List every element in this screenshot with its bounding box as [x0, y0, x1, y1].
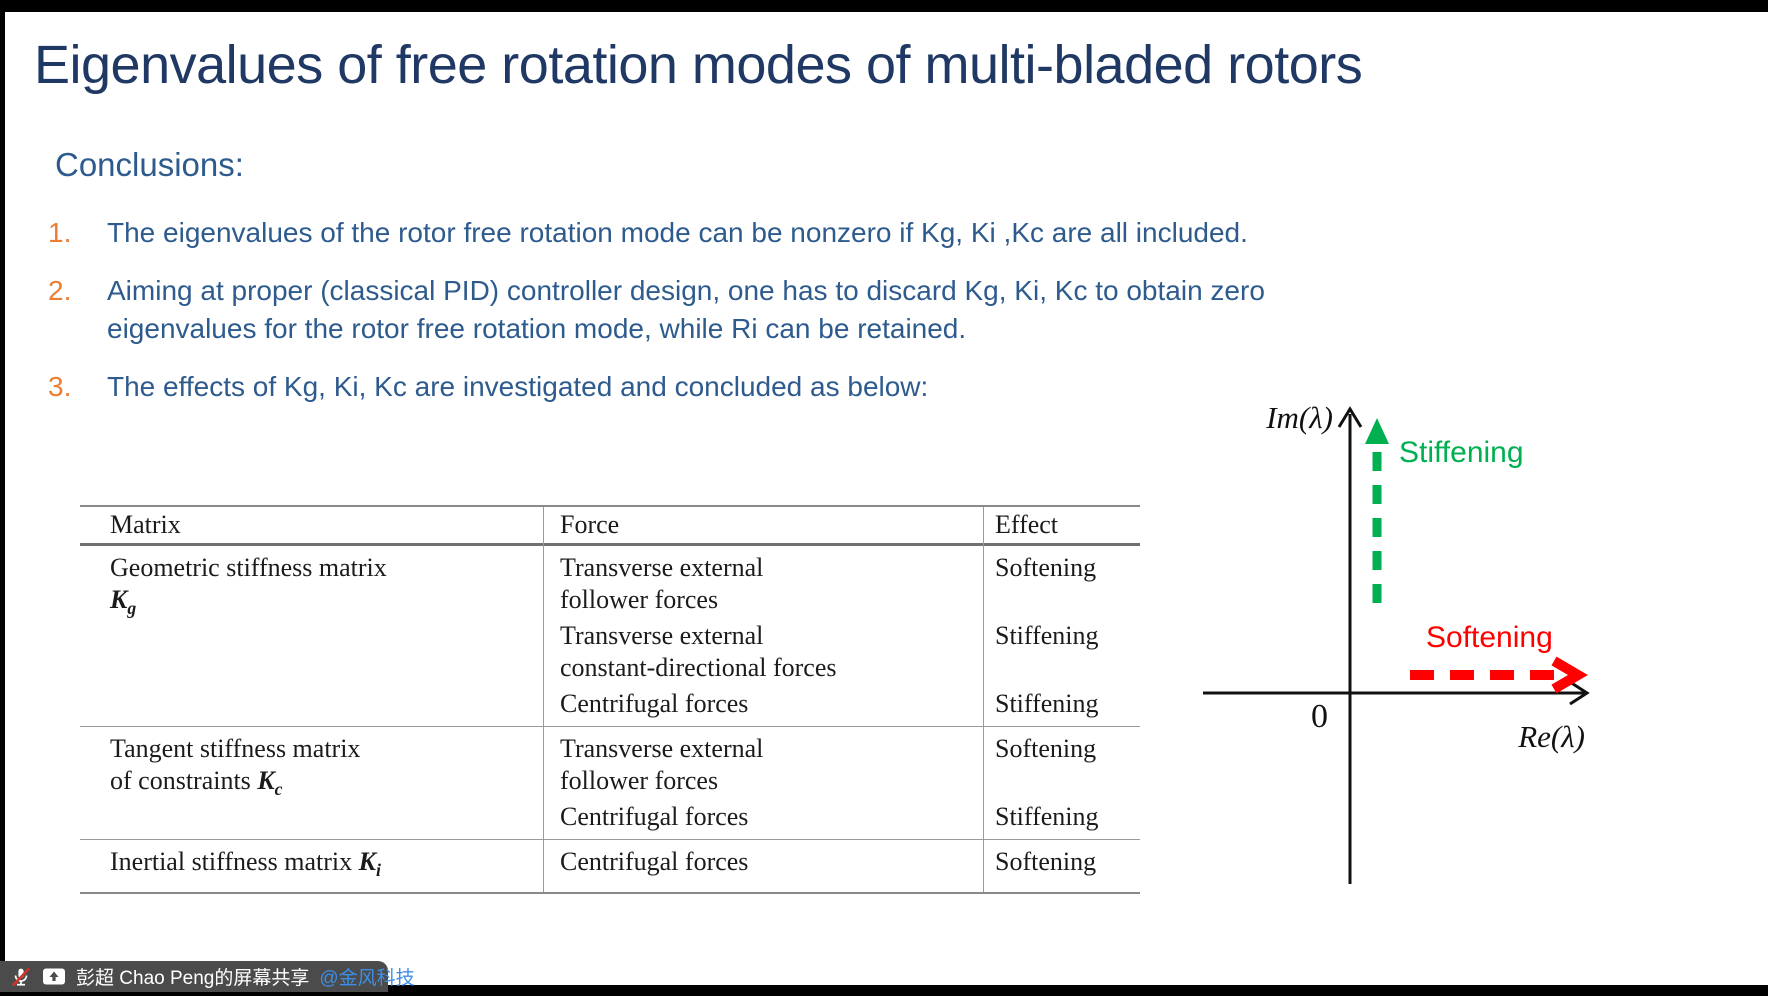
column-header-matrix: Matrix — [110, 510, 181, 539]
table-row-geometric-stiffness: Geometric stiffness matrix Kg Transverse… — [80, 546, 1140, 727]
slide-title: Eigenvalues of free rotation modes of mu… — [34, 35, 1363, 95]
table-entry: Transverse external constant-directional… — [543, 620, 1140, 684]
frame-top — [0, 0, 1768, 12]
matrix-symbol-Ki: Ki — [358, 847, 381, 881]
screen-share-text: 彭超 Chao Peng的屏幕共享 — [76, 968, 310, 989]
table-entry: Centrifugal forces Softening — [543, 846, 1140, 878]
list-item: 2. Aiming at proper (classical PID) cont… — [48, 272, 1265, 348]
softening-arrowhead — [1551, 656, 1588, 694]
force-cell-text: Centrifugal forces — [560, 802, 749, 831]
screen-share-icon — [42, 967, 66, 987]
table-column-divider — [983, 507, 984, 893]
effect-cell-text: Softening — [995, 734, 1097, 763]
frame-bottom — [0, 985, 1768, 996]
effect-cell-text: Softening — [995, 553, 1097, 582]
list-item: 3. The effects of Kg, Ki, Kc are investi… — [48, 368, 1265, 406]
force-cell-text: Transverse external — [560, 621, 764, 650]
table-row-tangent-stiffness: Tangent stiffness matrix of constraints … — [80, 727, 1140, 840]
matrix-symbol-Kg: Kg — [110, 585, 137, 619]
table-entry: Transverse external follower forces Soft… — [543, 552, 1140, 616]
column-header-force: Force — [560, 510, 620, 539]
force-cell-text: follower forces — [560, 585, 719, 614]
effect-cell-text: Stiffening — [995, 689, 1099, 718]
list-number: 2. — [48, 275, 72, 306]
table-column-divider — [543, 507, 544, 893]
list-item-text: Aiming at proper (classical PID) control… — [107, 275, 1265, 306]
y-axis-arrowhead — [1337, 406, 1363, 428]
list-item-text: The effects of Kg, Ki, Kc are investigat… — [107, 371, 929, 402]
table-entry: Centrifugal forces Stiffening — [543, 801, 1140, 833]
y-axis-label: Im(λ) — [1265, 400, 1333, 435]
force-cell-text: Transverse external — [560, 734, 764, 763]
force-cell-text: Centrifugal forces — [560, 847, 749, 876]
force-cell-text: constant-directional forces — [560, 653, 837, 682]
softening-label: Softening — [1426, 621, 1553, 654]
mic-muted-icon[interactable] — [10, 966, 32, 988]
x-axis-arrowhead — [1569, 680, 1590, 706]
table-header-row: Matrix Force Effect — [80, 507, 1140, 546]
frame-left — [0, 0, 5, 996]
list-number: 1. — [48, 217, 72, 248]
origin-label: 0 — [1311, 698, 1328, 735]
matrix-cell-text: Geometric stiffness matrix — [110, 553, 387, 582]
conclusions-heading: Conclusions: — [55, 146, 244, 183]
conclusions-list: 1. The eigenvalues of the rotor free rot… — [48, 214, 1265, 426]
force-cell-text: follower forces — [560, 766, 719, 795]
matrix-cell-text: Tangent stiffness matrix — [110, 734, 361, 763]
effects-table: Matrix Force Effect Geometric stiffness … — [80, 505, 1140, 895]
effect-cell-text: Stiffening — [995, 802, 1099, 831]
matrix-symbol-Kc: Kc — [257, 766, 283, 800]
effect-cell-text: Softening — [995, 847, 1097, 876]
column-header-effect: Effect — [995, 510, 1059, 539]
stiffening-label: Stiffening — [1399, 436, 1524, 469]
table-entry: Centrifugal forces Stiffening — [543, 688, 1140, 720]
screen-share-toolbar[interactable]: 彭超 Chao Peng的屏幕共享 @金风科技 — [0, 961, 415, 992]
force-cell-text: Transverse external — [560, 553, 764, 582]
effect-cell-text: Stiffening — [995, 621, 1099, 650]
table-row-inertial-stiffness: Inertial stiffness matrix Ki Centrifugal… — [80, 840, 1140, 892]
list-number: 3. — [48, 371, 72, 402]
matrix-cell-text: Inertial stiffness matrix — [110, 847, 359, 876]
list-item-text: eigenvalues for the rotor free rotation … — [107, 313, 967, 344]
x-axis-label: Re(λ) — [1517, 719, 1585, 754]
list-item: 1. The eigenvalues of the rotor free rot… — [48, 214, 1265, 252]
table-entry: Transverse external follower forces Soft… — [543, 733, 1140, 797]
force-cell-text: Centrifugal forces — [560, 689, 749, 718]
stiffening-arrowhead — [1365, 418, 1389, 444]
eigenvalue-plane-diagram: Im(λ) Re(λ) 0 Stiffening Softening — [1203, 400, 1590, 884]
list-item-text: The eigenvalues of the rotor free rotati… — [107, 217, 1248, 248]
mention-link[interactable]: @金风科技 — [319, 968, 415, 989]
